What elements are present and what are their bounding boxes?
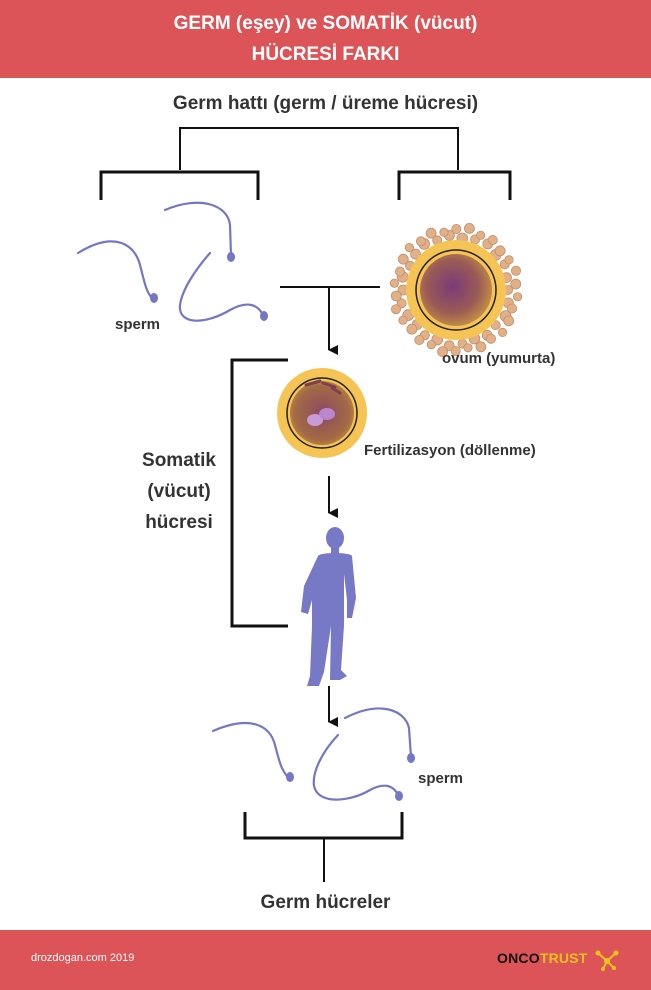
corona-dot <box>415 236 426 247</box>
corona-dot <box>389 278 399 288</box>
corona-dot <box>439 227 449 237</box>
ovum-label: ovum (yumurta) <box>442 350 556 367</box>
sperm-bottom-right <box>312 707 415 801</box>
header-title-line1: GERM (eşey) ve SOMATİK (vücut) <box>173 13 478 34</box>
germline-label: Germ hattı (germ / üreme hücresi) <box>172 93 479 114</box>
corona-dot <box>510 265 521 276</box>
logo-text-onco: ONCO <box>497 950 540 966</box>
human-silhouette <box>301 527 356 686</box>
corona-dot <box>487 234 498 245</box>
corona-dot <box>394 266 405 277</box>
corona-dot <box>503 315 515 327</box>
somatic-bracket <box>230 358 288 628</box>
corona-dot <box>425 227 437 239</box>
corona-dot <box>463 222 475 234</box>
ovum-corona-dots <box>389 222 523 358</box>
corona-dot <box>451 223 462 234</box>
merge-arrow <box>280 286 380 355</box>
corona-dot <box>494 245 506 257</box>
germ-cells-bracket <box>243 812 404 882</box>
diagram-canvas <box>76 127 523 882</box>
somatic-label-line2: (vücut) <box>147 481 211 502</box>
sperm-top-left <box>76 240 158 303</box>
somatic-label-line1: Somatik <box>142 450 216 471</box>
fertilization-label: Fertilizasyon (döllenme) <box>364 442 536 459</box>
corona-dot <box>390 290 402 302</box>
corona-dot <box>426 340 436 350</box>
corona-dot <box>504 255 514 265</box>
corona-dot <box>410 248 422 260</box>
header-title-line2: HÜCRESİ FARKI <box>251 44 400 65</box>
zygote-cell <box>277 368 367 458</box>
sperm-label-bottom: sperm <box>418 770 464 787</box>
corona-dot <box>512 292 523 302</box>
corona-dot <box>475 341 487 353</box>
corona-dot <box>476 230 486 240</box>
corona-dot <box>463 343 473 353</box>
corona-dot <box>510 278 522 290</box>
corona-dot <box>497 327 508 337</box>
logo-text-trust: TRUST <box>539 950 588 966</box>
corona-dot <box>414 334 425 345</box>
somatic-label-line3: hücresi <box>145 512 213 533</box>
corona-dot <box>406 323 418 335</box>
corona-dot <box>506 303 517 314</box>
ovum-cell <box>389 222 523 358</box>
sperm-label-top: sperm <box>115 316 161 333</box>
corona-dot <box>485 333 496 344</box>
somatic-label: Somatik (vücut) hücresi <box>120 445 238 538</box>
corona-dot <box>397 253 409 265</box>
corona-dot <box>390 304 401 315</box>
footer-credit: drozdogan.com 2019 <box>31 952 135 964</box>
sperm-top-right <box>163 201 268 322</box>
corona-dot <box>437 346 449 358</box>
corona-dot <box>404 243 414 253</box>
sperm-bottom-left <box>211 722 294 782</box>
header-banner: GERM (eşey) ve SOMATİK (vücut) HÜCRESİ F… <box>0 0 651 78</box>
germ-cells-label: Germ hücreler <box>260 892 391 913</box>
footer-banner: drozdogan.com 2019 ONCOTRUST <box>0 930 651 990</box>
corona-dot <box>398 315 408 325</box>
logo-molecule-icon <box>595 950 619 971</box>
germline-bracket <box>99 127 512 200</box>
oncotrust-logo: ONCOTRUST <box>497 950 587 966</box>
corona-dot <box>450 345 461 356</box>
